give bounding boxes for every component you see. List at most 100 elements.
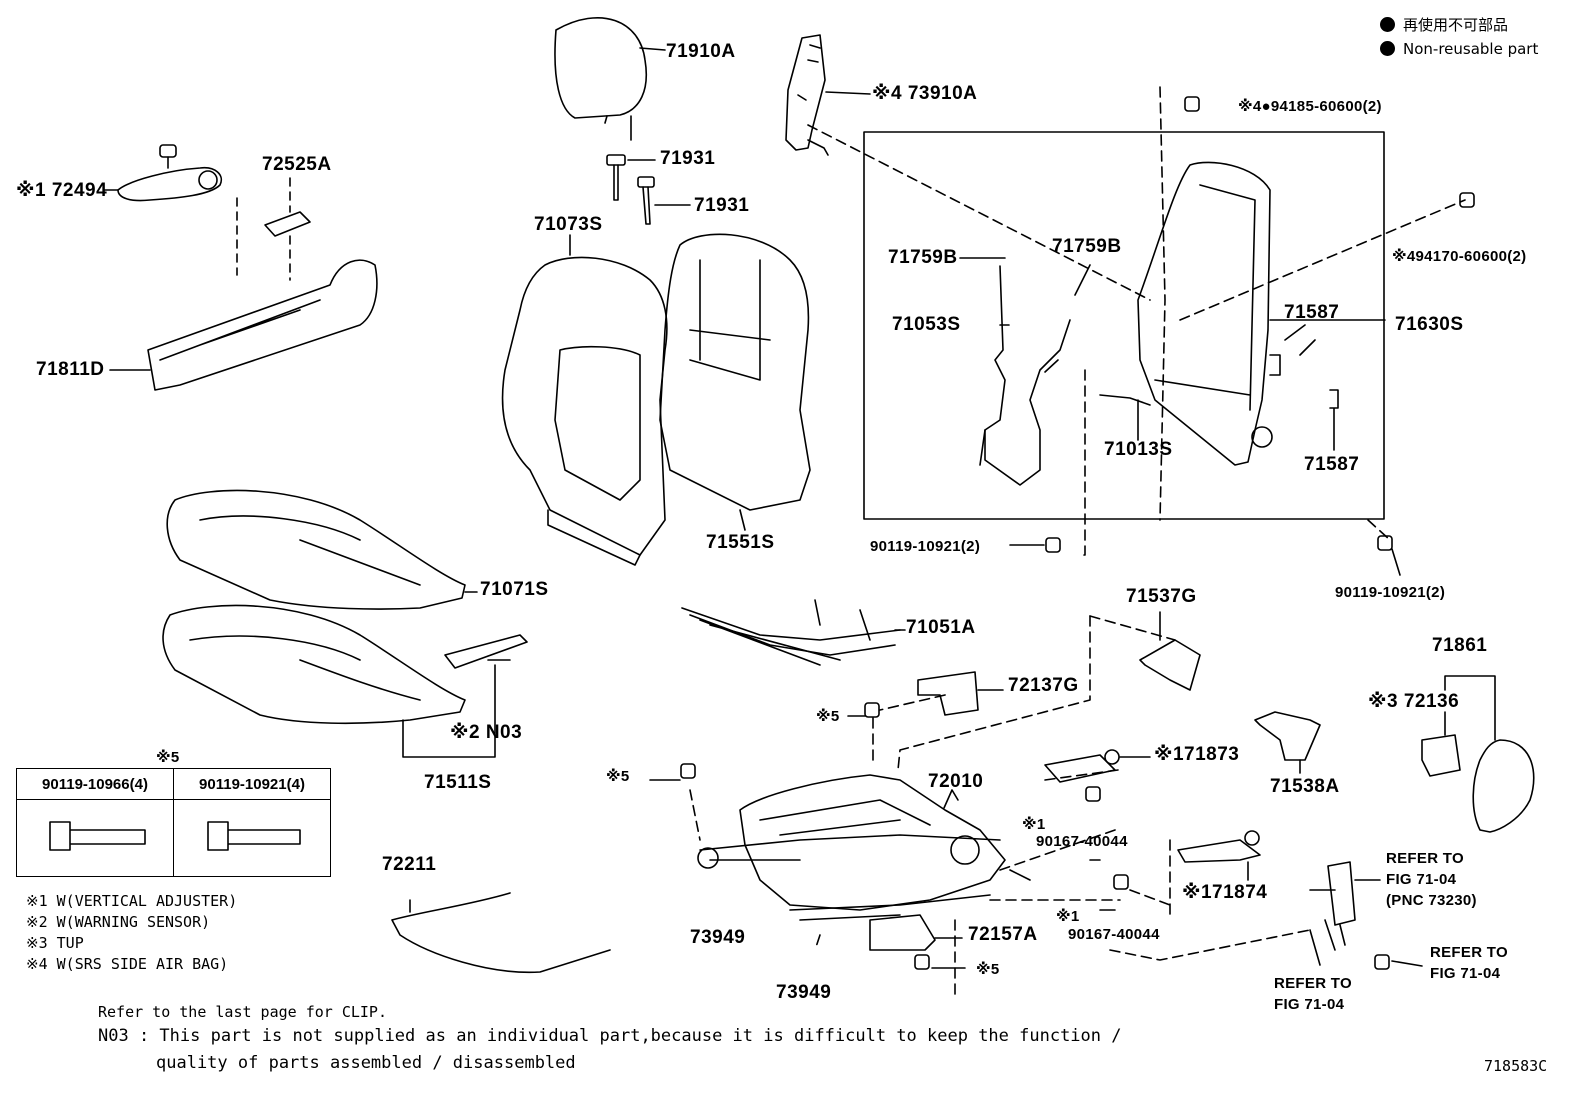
airbag-71861-drawing	[1421, 675, 1535, 833]
bracket-71873-drawing	[1044, 749, 1151, 783]
refer-text: REFER TO	[1386, 850, 1464, 867]
mark-label: ※1	[1056, 908, 1080, 925]
note-line: ※2 W(WARNING SENSOR)	[26, 913, 211, 931]
bolt-table-col2[interactable]: 90119-10921(4)	[173, 768, 331, 800]
part-label[interactable]: 71538A	[1270, 776, 1340, 797]
refer-text: REFER TO	[1274, 975, 1352, 992]
refer-text: FIG 71-04	[1274, 996, 1345, 1013]
part-label[interactable]: 71587	[1284, 302, 1340, 323]
bolt-table-cell	[16, 799, 174, 877]
part-label[interactable]: 71053S	[892, 314, 961, 335]
side-airbag-drawing	[785, 34, 871, 156]
seat-adjuster-72010-drawing	[697, 774, 1006, 921]
part-label[interactable]: 71511S	[424, 772, 492, 793]
side-cover-71811D-drawing	[109, 259, 378, 391]
part-label[interactable]: 72211	[382, 854, 437, 875]
part-label[interactable]: 71630S	[1395, 314, 1464, 335]
seatback-pad-drawing	[659, 233, 811, 531]
n03-note-line1: N03 : This part is not supplied as an in…	[98, 1026, 1122, 1046]
part-label[interactable]: 73949	[776, 982, 832, 1003]
bolt-table-col1[interactable]: 90119-10966(4)	[16, 768, 174, 800]
part-label[interactable]: ※4 73910A	[872, 83, 978, 104]
sensor-N03-drawing	[444, 634, 528, 669]
refer-text: FIG 71-04	[1386, 871, 1457, 888]
part-label[interactable]: ※2 N03	[450, 722, 523, 743]
refer-note-3[interactable]: REFER TO FIG 71-04	[1274, 973, 1352, 1015]
refer-text: REFER TO	[1430, 944, 1508, 961]
part-label[interactable]: 72525A	[262, 154, 332, 175]
part-label[interactable]: ※4●94185-60600(2)	[1238, 98, 1382, 115]
part-label[interactable]: 72010	[928, 771, 984, 792]
bracket-71538A-drawing	[1254, 711, 1321, 774]
part-label[interactable]: 71759B	[888, 247, 958, 268]
mark-label: ※5	[976, 961, 1000, 978]
n03-note-line2: quality of parts assembled / disassemble…	[156, 1053, 576, 1073]
part-label[interactable]: ※171873	[1154, 744, 1240, 765]
note-line: ※3 TUP	[26, 934, 84, 952]
part-label[interactable]: 71587	[1304, 454, 1360, 475]
seatback-frame-71630S-drawing	[1137, 161, 1386, 466]
part-label[interactable]: ※1 72494	[16, 180, 108, 201]
seat-cushion-pad-drawing	[162, 604, 496, 758]
clip-note: Refer to the last page for CLIP.	[98, 1003, 387, 1021]
part-label[interactable]: 71051A	[906, 617, 976, 638]
bolt-table-mark: ※5	[156, 749, 180, 766]
wire-72211-drawing	[391, 892, 611, 974]
headrest-support-drawing	[606, 154, 691, 225]
refer-note-2[interactable]: REFER TO FIG 71-04	[1430, 942, 1508, 984]
bracket-71013S-drawing	[1099, 394, 1151, 441]
part-label[interactable]: ※171874	[1182, 882, 1268, 903]
legend-ja-text: 再使用不可部品	[1403, 16, 1509, 34]
refer-text: FIG 71-04	[1430, 965, 1501, 982]
label-leaders	[649, 257, 1423, 969]
bolt-table-cell	[173, 799, 331, 877]
note-line: ※4 W(SRS SIDE AIR BAG)	[26, 955, 229, 973]
part-label[interactable]: 90119-10921(2)	[870, 538, 981, 555]
refer-text: (PNC 73230)	[1386, 892, 1477, 909]
seatbelt-buckle-drawing	[1309, 861, 1381, 951]
mark-label: ※5	[606, 768, 630, 785]
part-label[interactable]: 71537G	[1126, 586, 1197, 607]
spring-71051A-drawing	[681, 599, 906, 666]
part-label[interactable]: ※494170-60600(2)	[1392, 248, 1527, 265]
part-label[interactable]: 71071S	[480, 579, 549, 600]
mark-label: ※5	[816, 708, 840, 725]
bracket-71537G-drawing	[1139, 611, 1201, 691]
part-label[interactable]: ※3 72136	[1368, 691, 1460, 712]
black-dot-icon	[1380, 17, 1395, 32]
part-label[interactable]: 71861	[1432, 635, 1488, 656]
cover-72137G-drawing	[917, 671, 1004, 716]
part-label[interactable]: 72137G	[1008, 675, 1079, 696]
knob-72525A-drawing	[264, 177, 311, 281]
bracket-71874-drawing	[1177, 830, 1261, 881]
part-label[interactable]: 90167-40044	[1036, 833, 1128, 850]
part-label[interactable]: 90119-10921(2)	[1335, 584, 1446, 601]
part-label[interactable]: 71073S	[534, 214, 603, 235]
mark-label: ※1	[1022, 816, 1046, 833]
part-label[interactable]: 90167-40044	[1068, 926, 1160, 943]
part-label[interactable]: 71811D	[36, 359, 105, 380]
legend-line-en: Non-reusable part	[1380, 40, 1538, 58]
headrest-drawing	[554, 16, 666, 141]
cover-72157A-drawing	[869, 914, 963, 951]
clip-71587-drawing	[1269, 324, 1339, 451]
part-label[interactable]: 71931	[694, 195, 750, 216]
legend-line-ja: 再使用不可部品	[1380, 14, 1508, 35]
part-label[interactable]: 71759B	[1052, 236, 1122, 257]
seatback-cover-drawing	[501, 234, 668, 566]
dashed-leaders	[689, 86, 1466, 1001]
lever-72494-drawing	[103, 144, 238, 276]
part-label[interactable]: 71931	[660, 148, 716, 169]
legend-en-text: Non-reusable part	[1403, 40, 1539, 58]
part-label[interactable]: 72157A	[968, 924, 1038, 945]
part-label[interactable]: 71551S	[706, 532, 775, 553]
refer-note-1[interactable]: REFER TO FIG 71-04 (PNC 73230)	[1386, 848, 1477, 911]
seatback-frame-box	[863, 131, 1385, 520]
part-label[interactable]: 71910A	[666, 41, 736, 62]
part-label[interactable]: 73949	[690, 927, 746, 948]
figure-number: 718583C	[1484, 1057, 1548, 1075]
fastener-icons	[680, 96, 1475, 970]
part-label[interactable]: 71013S	[1104, 439, 1173, 460]
bolt-table: 90119-10966(4) 90119-10921(4)	[16, 768, 331, 877]
